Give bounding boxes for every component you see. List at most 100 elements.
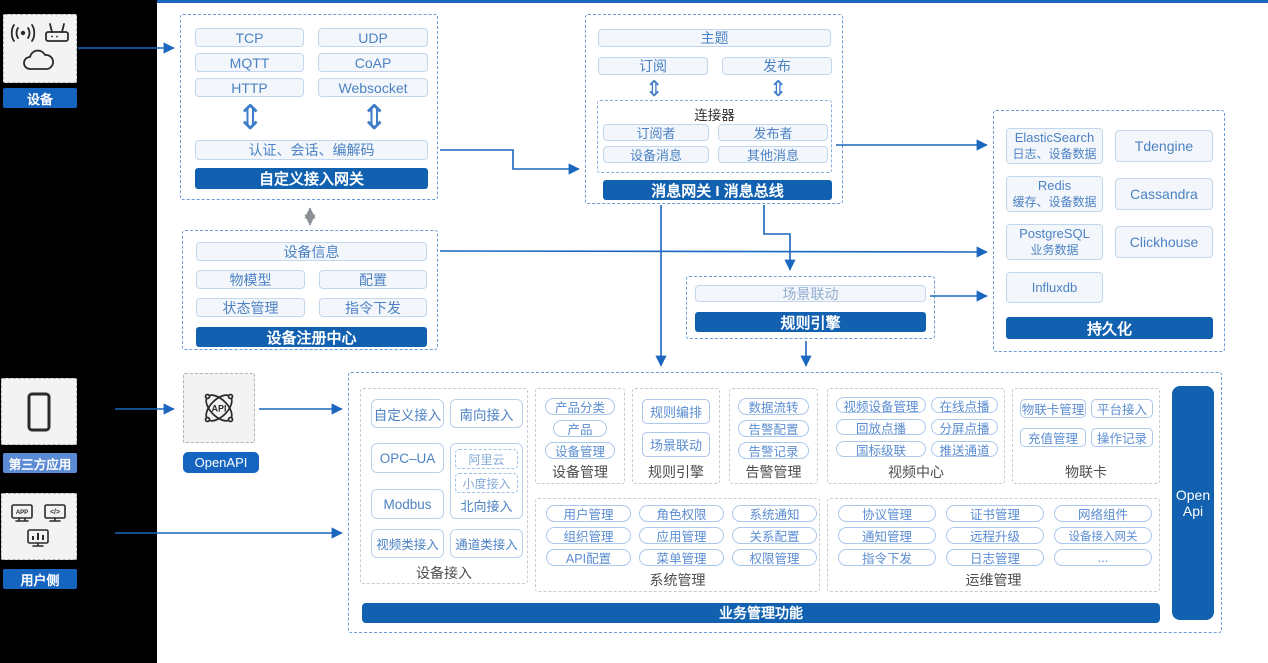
alarm-pill-label: 告警配置 xyxy=(748,423,799,437)
registry-pill: 配置 xyxy=(319,270,427,289)
mgmt-pill-label: 产品 xyxy=(567,423,593,437)
openapi-icon-box: API xyxy=(183,373,255,443)
video-pill-label: 回放点播 xyxy=(855,421,906,436)
system-pill-label: 菜单管理 xyxy=(656,552,707,566)
openapi-label: OpenAPI xyxy=(183,452,259,473)
ops-pill: 日志管理 xyxy=(946,549,1044,566)
ops-pill: 远程升级 xyxy=(946,527,1044,544)
section-label-alarm: 告警管理 xyxy=(745,464,802,480)
store-pill: Tdengine xyxy=(1115,130,1213,162)
iot-card-pill-label: 物联卡管理 xyxy=(1021,403,1085,417)
ops-pill: ... xyxy=(1054,549,1152,566)
protocol-label: TCP xyxy=(235,29,264,46)
device-icons xyxy=(10,22,69,70)
app-monitor-icon: APP xyxy=(11,503,33,522)
registry-pill: 指令下发 xyxy=(319,298,427,317)
access-pill-label: OPC–UA xyxy=(379,450,436,466)
system-pill-label: 应用管理 xyxy=(656,530,707,544)
code-monitor-icon: </> xyxy=(44,503,66,522)
alarm-pill: 告警配置 xyxy=(738,420,809,437)
device-rail-label: 设备 xyxy=(3,88,77,108)
alarm-pill-label: 告警记录 xyxy=(748,445,799,459)
double-arrow-icon: ⇕ xyxy=(645,76,664,101)
rule-engine-title-bar: 规则引擎 xyxy=(695,312,926,332)
store-name: Tdengine xyxy=(1134,138,1194,154)
protocol-pill: HTTP xyxy=(195,78,304,97)
business-title: 业务管理功能 xyxy=(719,605,803,621)
cloud-icon xyxy=(23,49,54,70)
store-name: Influxdb xyxy=(1031,280,1078,295)
system-pill-label: 系统通知 xyxy=(749,508,800,522)
rule-engine-title: 规则引擎 xyxy=(780,314,841,332)
protocol-pill: UDP xyxy=(318,28,428,47)
connector-item-label: 订阅者 xyxy=(636,126,676,141)
system-pill: 权限管理 xyxy=(732,549,817,566)
svg-text:</>: </> xyxy=(50,509,60,516)
device-icon-box xyxy=(3,14,77,83)
access-pill-label: 自定义接入 xyxy=(373,407,442,423)
connector-item-pill: 设备消息 xyxy=(603,146,709,163)
protocol-pill: Websocket xyxy=(318,78,428,97)
section-label-video: 视频中心 xyxy=(888,464,944,480)
device-rail-label-text: 设备 xyxy=(26,91,53,107)
registry-item-label: 指令下发 xyxy=(345,299,401,316)
third-party-icon-box xyxy=(1,378,77,445)
system-pill-label: 关系配置 xyxy=(749,530,800,544)
alarm-pill: 数据流转 xyxy=(738,398,809,415)
iot-card-pill-label: 平台接入 xyxy=(1096,403,1147,417)
third-party-rail-label-text: 第三方应用 xyxy=(8,457,72,472)
system-pill: 系统通知 xyxy=(732,505,817,522)
section-label-device-mgmt: 设备管理 xyxy=(552,464,608,480)
iot-card-pill-label: 充值管理 xyxy=(1027,432,1078,446)
system-pill-label: 用户管理 xyxy=(563,508,614,522)
registry-title: 设备注册中心 xyxy=(266,329,357,347)
connector-title: 连接器 xyxy=(694,108,735,123)
access-pill: 通道类接入 xyxy=(450,529,523,558)
rule-pill-label: 规则编排 xyxy=(649,405,702,420)
publish-label: 发布 xyxy=(763,58,791,74)
access-pill-label: 南向接入 xyxy=(459,407,514,423)
double-arrow-icon: ⇕ xyxy=(236,99,265,137)
registry-item-label: 物模型 xyxy=(229,271,272,288)
registry-pill: 设备信息 xyxy=(196,242,427,261)
protocol-label: CoAP xyxy=(354,54,392,71)
protocol-pill: CoAP xyxy=(318,53,428,72)
video-pill-label: 推送通道 xyxy=(939,443,990,458)
chart-monitor-icon xyxy=(27,528,49,547)
custom-gateway-title: 自定义接入网关 xyxy=(258,171,364,188)
store-pill: Influxdb xyxy=(1006,272,1103,303)
registry-pill: 物模型 xyxy=(196,270,305,289)
section-label-ops: 运维管理 xyxy=(965,572,1022,588)
system-pill: 用户管理 xyxy=(546,505,631,522)
section-label-device-access: 设备接入 xyxy=(416,565,472,581)
section-label-rule-engine: 规则引擎 xyxy=(648,464,704,480)
open-api-bar-label: Open Api xyxy=(1175,487,1211,519)
double-arrow-icon: ⇕ xyxy=(360,99,389,137)
rule-pill: 场景联动 xyxy=(642,432,710,457)
video-pill-label: 分屏点播 xyxy=(939,421,990,436)
mgmt-pill: 设备管理 xyxy=(545,442,615,459)
protocol-pill: MQTT xyxy=(195,53,304,72)
ops-pill-label: 指令下发 xyxy=(861,552,912,566)
system-pill: 应用管理 xyxy=(639,527,724,544)
ops-pill-label: 协议管理 xyxy=(861,508,912,522)
iot-card-pill-label: 操作记录 xyxy=(1096,432,1147,446)
north-sub-label: 阿里云 xyxy=(468,452,505,467)
persistence-title-bar: 持久化 xyxy=(1006,317,1213,339)
registry-pill: 状态管理 xyxy=(196,298,305,317)
store-name: Redis xyxy=(1037,178,1072,194)
api-atom-icon: API xyxy=(204,393,234,423)
rule-pill: 规则编排 xyxy=(642,399,710,424)
system-pill-label: 权限管理 xyxy=(749,552,800,566)
ops-pill: 证书管理 xyxy=(946,505,1044,522)
system-pill: 组织管理 xyxy=(546,527,631,544)
openapi-label-text: OpenAPI xyxy=(194,455,248,470)
mgmt-pill-label: 设备管理 xyxy=(554,445,605,459)
topic-pill: 主题 xyxy=(598,29,831,47)
protocol-label: UDP xyxy=(358,29,388,46)
system-pill-label: 角色权限 xyxy=(656,508,707,522)
connector-item-label: 设备消息 xyxy=(629,148,682,163)
north-sub-pill: 小度接入 xyxy=(455,473,518,493)
iot-card-pill: 物联卡管理 xyxy=(1020,399,1086,418)
